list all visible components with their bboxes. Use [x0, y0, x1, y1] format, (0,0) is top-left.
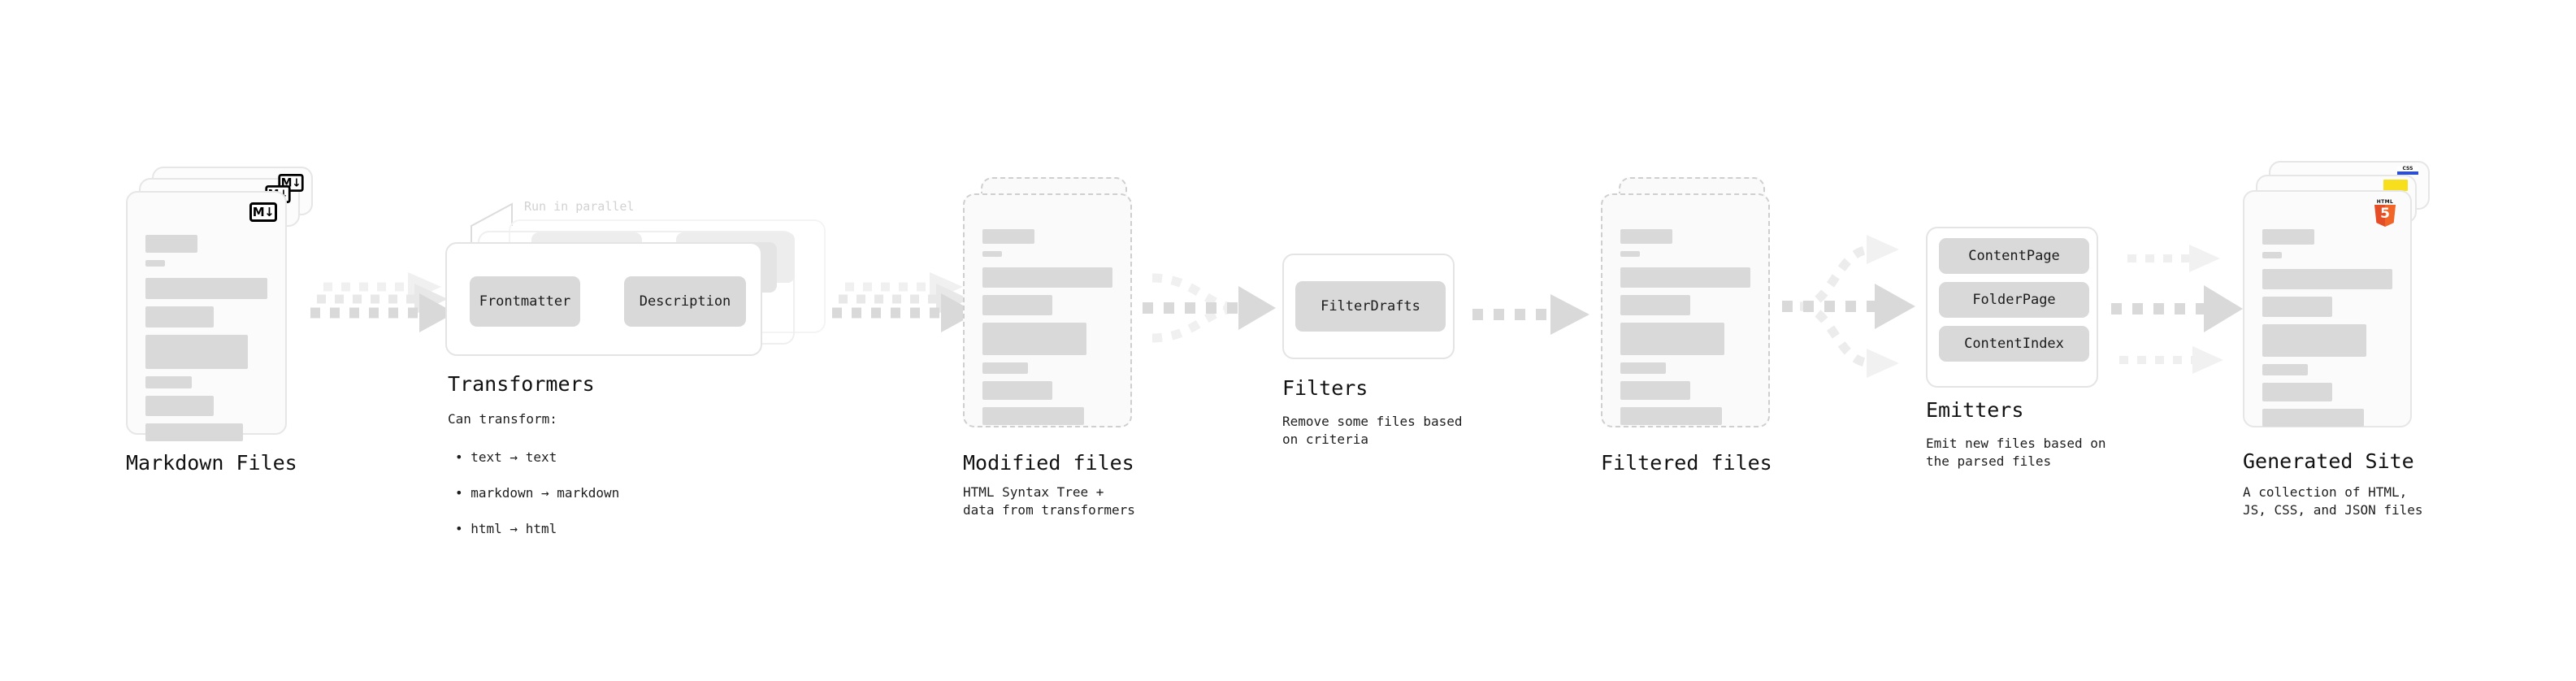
filtered-files-card — [1601, 177, 1788, 437]
doc-content-lines — [982, 229, 1112, 432]
doc-sheet-front: HTML 5 — [2243, 190, 2412, 427]
css-icon: CSS — [2397, 167, 2418, 176]
html5-icon: HTML 5 — [2373, 199, 2397, 227]
emitter-chip-contentpage[interactable]: ContentPage — [1939, 238, 2089, 274]
run-in-parallel-label: Run in parallel — [524, 199, 635, 214]
modified-files-title: Modified files — [963, 451, 1134, 475]
filtered-files-title: Filtered files — [1601, 451, 1772, 475]
connector-emitters-to-generated — [2111, 245, 2243, 374]
transformers-group: Frontmatter Description — [445, 219, 827, 358]
transformer-chip-frontmatter[interactable]: Frontmatter — [470, 276, 580, 327]
doc-content-lines — [1620, 229, 1750, 432]
transformers-desc: Can transform: — [448, 411, 557, 427]
transformers-box[interactable]: Frontmatter Description — [445, 242, 762, 356]
markdown-icon: M↓ — [249, 202, 277, 222]
generated-site-desc: A collection of HTML, JS, CSS, and JSON … — [2243, 484, 2423, 518]
emitters-title: Emitters — [1926, 398, 2024, 422]
doc-content-lines — [145, 235, 267, 449]
filters-box[interactable]: FilterDrafts — [1282, 254, 1455, 359]
transformers-bullets: • text → text • markdown → markdown • ht… — [455, 431, 619, 556]
transformers-bullet-2: • html → html — [455, 521, 557, 536]
modified-files-desc: HTML Syntax Tree + data from transformer… — [963, 484, 1135, 518]
filters-desc: Remove some files based on criteria — [1282, 414, 1463, 447]
connector-filters-to-filtered — [1472, 294, 1589, 335]
connector-transformers-to-modified — [832, 272, 977, 332]
emitter-chip-contentindex[interactable]: ContentIndex — [1939, 326, 2089, 362]
doc-content-lines — [2262, 229, 2392, 434]
emitters-desc: Emit new files based on the parsed files — [1926, 436, 2106, 469]
transformers-bullet-1: • markdown → markdown — [455, 485, 620, 501]
js-icon — [2383, 180, 2408, 191]
filters-title: Filters — [1282, 376, 1368, 400]
modified-files-card — [963, 177, 1150, 437]
markdown-files-card: M↓ M↓ M↓ — [126, 167, 313, 441]
doc-sheet-front — [963, 193, 1132, 427]
generated-site-card: CSS HTML 5 — [2243, 161, 2446, 437]
doc-sheet-front — [1601, 193, 1770, 427]
generated-site-title: Generated Site — [2243, 449, 2414, 473]
run-in-parallel-bracket — [471, 202, 513, 253]
doc-sheet-front: M↓ — [126, 191, 287, 441]
transformers-bullet-0: • text → text — [455, 449, 557, 465]
connector-modified-to-filters — [1143, 273, 1276, 343]
connector-markdown-to-transformers — [310, 272, 455, 332]
markdown-files-title: Markdown Files — [126, 451, 297, 475]
connector-filtered-to-emitters — [1782, 235, 1915, 378]
filter-chip-filterdrafts[interactable]: FilterDrafts — [1295, 281, 1446, 332]
emitters-box[interactable]: ContentPage FolderPage ContentIndex — [1926, 227, 2098, 388]
emitter-chip-folderpage[interactable]: FolderPage — [1939, 282, 2089, 318]
transformer-chip-description[interactable]: Description — [624, 276, 746, 327]
transformers-title: Transformers — [448, 372, 595, 396]
